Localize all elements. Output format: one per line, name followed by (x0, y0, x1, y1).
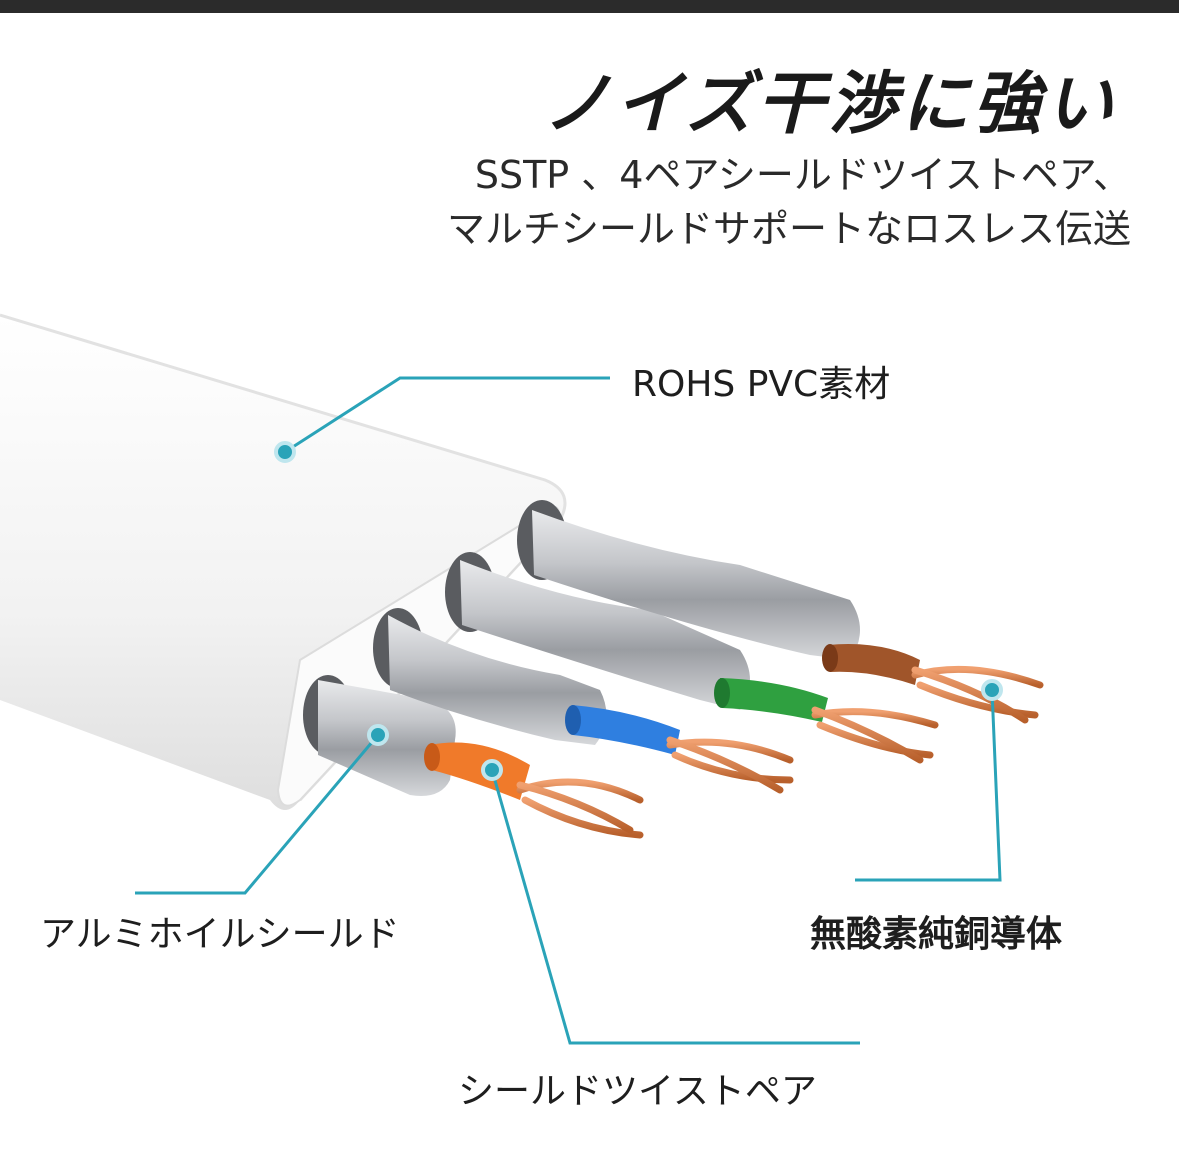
callout-lines (135, 376, 1002, 1045)
callout-dot-twist (481, 759, 503, 781)
subtitle-line-1: SSTP 、4ペアシールドツイストペア、 (474, 153, 1131, 197)
foil-shield-4 (517, 500, 860, 660)
wire-blue (565, 705, 680, 755)
label-aluminum-shield: アルミホイルシールド (40, 914, 400, 955)
subtitle-line-2: マルチシールドサポートなロスレス伝送 (446, 207, 1131, 251)
callout-twist-line (490, 769, 860, 1045)
callout-dots (274, 441, 1003, 781)
copper-strands (516, 665, 1044, 839)
callout-foil-line (135, 734, 380, 895)
foil-shield-2 (373, 608, 607, 745)
callout-dot-jacket (274, 441, 296, 463)
label-copper: 無酸素純銅導体 (810, 914, 1063, 955)
wire-orange (424, 742, 530, 800)
callout-copper-line (855, 689, 1002, 882)
callout-jacket-line (284, 376, 610, 454)
top-bar (0, 0, 1179, 13)
foil-shield-3 (445, 552, 750, 710)
callout-dot-foil (367, 724, 389, 746)
wire-brown (822, 644, 920, 685)
subtitle: SSTP 、4ペアシールドツイストペア、 マルチシールドサポートなロスレス伝送 (371, 148, 1131, 256)
label-twisted-pair: シールドツイストペア (458, 1071, 817, 1112)
page-title: ノイズ干渉に強い (543, 65, 1117, 144)
callout-dot-copper (981, 679, 1003, 701)
wire-green (714, 678, 828, 722)
label-jacket: ROHS PVC素材 (632, 364, 891, 405)
